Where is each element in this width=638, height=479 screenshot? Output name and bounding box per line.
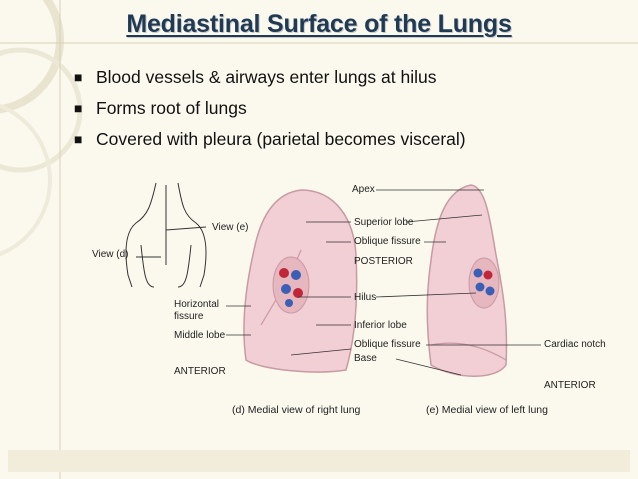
leader-lines	[226, 189, 541, 376]
left-lung-shape	[426, 184, 508, 377]
caption-right-lung: (d) Medial view of right lung	[232, 404, 361, 416]
apex-label: Apex	[352, 184, 375, 195]
oblique-fissure-label-bottom: Oblique fissure	[354, 339, 421, 350]
left-hilus-area	[468, 257, 500, 309]
bullet-text: Blood vessels & airways enter lungs at h…	[96, 67, 437, 87]
middle-lobe-label: Middle lobe	[174, 330, 226, 341]
base-label: Base	[354, 353, 377, 364]
anterior-label-right: ANTERIOR	[174, 366, 226, 377]
slide-title: Mediastinal Surface of the Lungs	[126, 10, 512, 38]
oblique-fissure-label-top: Oblique fissure	[354, 236, 421, 247]
thorax-outline-icon	[125, 182, 207, 288]
lung-illustration	[125, 182, 541, 377]
inferior-lobe-label: Inferior lobe	[354, 320, 407, 331]
bullet-item: ■ Forms root of lungs	[74, 93, 466, 124]
superior-lobe-label: Superior lobe	[354, 217, 414, 228]
bullet-item: ■ Blood vessels & airways enter lungs at …	[74, 62, 466, 93]
square-bullet-icon: ■	[74, 100, 83, 116]
square-bullet-icon: ■	[74, 69, 83, 85]
horizontal-fissure-label: Horizontal	[174, 299, 220, 310]
cardiac-notch-label: Cardiac notch	[544, 339, 606, 350]
horizontal-fissure-label-2: fissure	[174, 311, 204, 322]
view-d-label: View (d)	[92, 249, 129, 260]
hilus-label: Hilus	[354, 292, 377, 303]
view-e-label: View (e)	[212, 222, 249, 233]
bullet-item: ■ Covered with pleura (parietal becomes v…	[74, 124, 466, 155]
posterior-label: POSTERIOR	[354, 256, 413, 267]
caption-left-lung: (e) Medial view of left lung	[426, 404, 548, 416]
bullet-list: ■ Blood vessels & airways enter lungs at …	[74, 62, 466, 155]
bullet-text: Covered with pleura (parietal becomes vi…	[96, 129, 466, 149]
view-e-pointer	[165, 226, 207, 231]
lung-anatomy-figure: View (e) View (d) Horizontal fissure Mid…	[86, 175, 616, 425]
anterior-label-left: ANTERIOR	[544, 380, 596, 391]
bullet-text: Forms root of lungs	[96, 98, 247, 118]
square-bullet-icon: ■	[74, 131, 83, 147]
